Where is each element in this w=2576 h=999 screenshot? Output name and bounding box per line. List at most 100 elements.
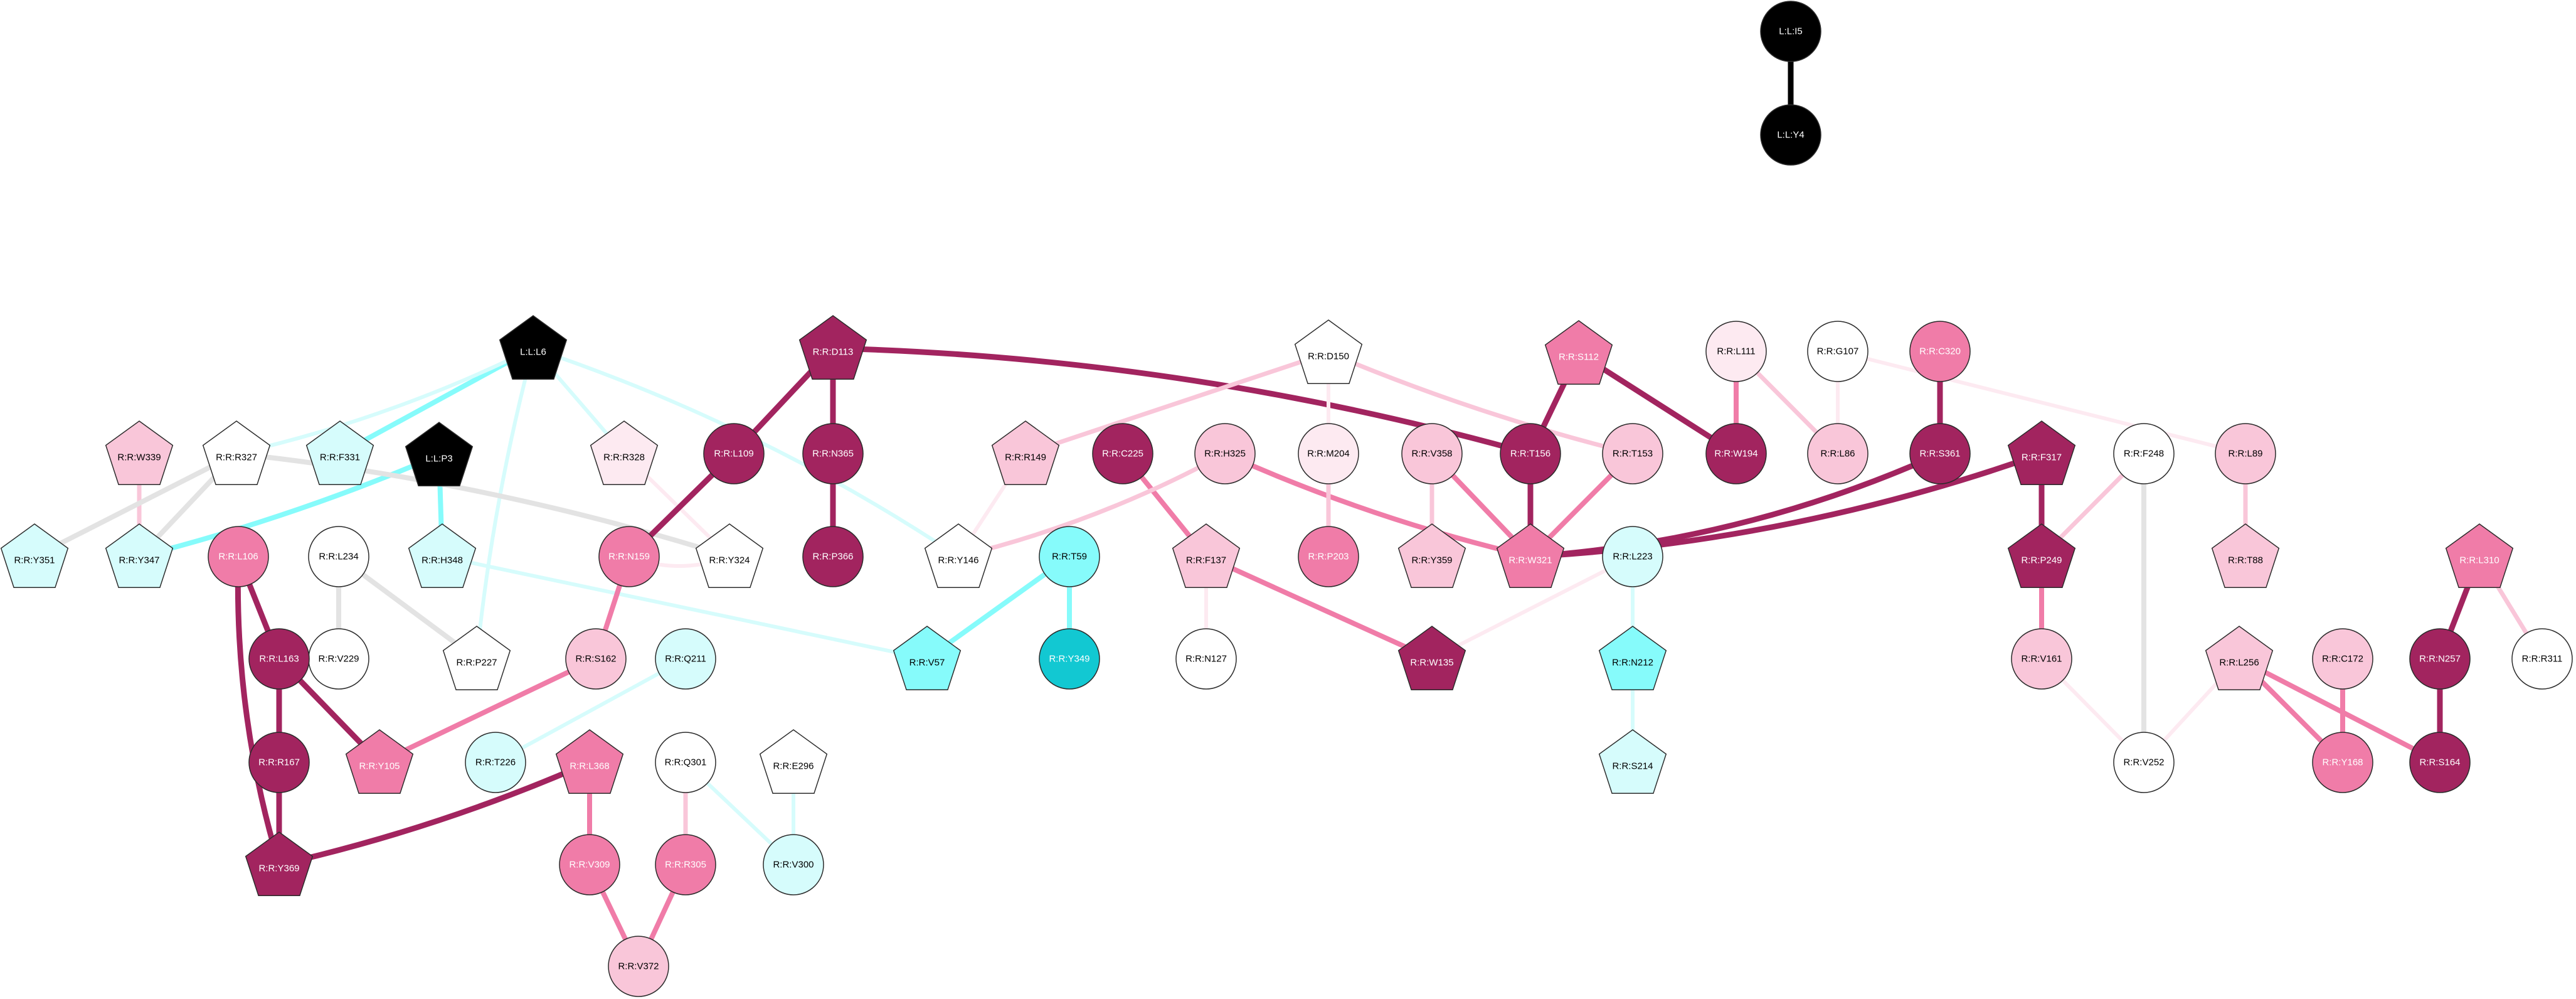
node-y369[interactable]: R:R:Y369 (245, 831, 314, 897)
node-v161[interactable]: R:R:V161 (2011, 628, 2072, 690)
node-p366[interactable]: R:R:P366 (802, 526, 864, 587)
node-r167[interactable]: R:R:R167 (248, 732, 310, 793)
node-p203[interactable]: R:R:P203 (1298, 526, 1359, 587)
node-t153[interactable]: R:R:T153 (1602, 423, 1663, 484)
node-w135[interactable]: R:R:W135 (1397, 626, 1466, 691)
node-y359[interactable]: R:R:Y359 (1397, 523, 1466, 589)
node-s214[interactable]: R:R:S214 (1598, 729, 1667, 794)
node-t226[interactable]: R:R:T226 (465, 732, 526, 793)
node-l111[interactable]: R:R:L111 (1705, 321, 1767, 382)
node-d150[interactable]: R:R:D150 (1294, 319, 1363, 385)
pentagon-node-shape (924, 523, 993, 589)
node-f317[interactable]: R:R:F317 (2007, 420, 2076, 486)
node-w321[interactable]: R:R:W321 (1496, 523, 1565, 589)
node-e296[interactable]: R:R:E296 (759, 729, 828, 794)
node-m204[interactable]: R:R:M204 (1298, 423, 1359, 484)
node-c225[interactable]: R:R:C225 (1092, 423, 1153, 484)
node-l234[interactable]: R:R:L234 (308, 526, 369, 587)
node-c320[interactable]: R:R:C320 (1909, 321, 1971, 382)
node-label: R:R:T88 (2228, 555, 2263, 566)
node-label: R:R:E296 (773, 761, 814, 772)
node-p227[interactable]: R:R:P227 (442, 626, 511, 691)
node-n127[interactable]: R:R:N127 (1175, 628, 1237, 690)
edge-l106-y369 (235, 553, 282, 868)
node-l256[interactable]: R:R:L256 (2205, 626, 2274, 691)
pentagon-node-shape (105, 420, 174, 486)
node-s162[interactable]: R:R:S162 (565, 628, 627, 690)
node-t156[interactable]: R:R:T156 (1500, 423, 1561, 484)
node-l163[interactable]: R:R:L163 (248, 628, 310, 690)
node-y324[interactable]: R:R:Y324 (695, 523, 764, 589)
node-l109[interactable]: R:R:L109 (703, 423, 765, 484)
node-q301[interactable]: R:R:Q301 (655, 732, 716, 793)
node-l86[interactable]: R:R:L86 (1807, 423, 1868, 484)
edge-g107-l89 (1836, 350, 2247, 456)
node-n257[interactable]: R:R:N257 (2409, 628, 2471, 690)
node-label: R:R:S214 (1612, 761, 1653, 772)
circle-node-shape (1705, 321, 1767, 382)
pentagon-node-shape (1496, 523, 1565, 589)
circle-node-shape (1909, 321, 1971, 382)
node-q211[interactable]: R:R:Q211 (655, 628, 716, 690)
node-n159[interactable]: R:R:N159 (598, 526, 660, 587)
node-f137[interactable]: R:R:F137 (1172, 523, 1241, 589)
node-t88[interactable]: R:R:T88 (2211, 523, 2280, 589)
node-label: R:R:N257 (2419, 654, 2461, 665)
node-h325[interactable]: R:R:H325 (1194, 423, 1256, 484)
edge-h325-w321 (1222, 451, 1533, 559)
pentagon-node-shape (2211, 523, 2280, 589)
node-v358[interactable]: R:R:V358 (1401, 423, 1463, 484)
circle-node-shape (1175, 628, 1237, 690)
node-f248[interactable]: R:R:F248 (2113, 423, 2175, 484)
node-y105[interactable]: R:R:Y105 (345, 729, 414, 794)
node-l89[interactable]: R:R:L89 (2215, 423, 2276, 484)
node-t59[interactable]: R:R:T59 (1039, 526, 1100, 587)
node-d113[interactable]: R:R:D113 (798, 315, 867, 380)
circle-node-shape (248, 732, 310, 793)
node-y347[interactable]: R:R:Y347 (105, 523, 174, 589)
node-n212[interactable]: R:R:N212 (1598, 626, 1667, 691)
node-n365[interactable]: R:R:N365 (802, 423, 864, 484)
node-v309[interactable]: R:R:V309 (559, 834, 620, 895)
node-v252[interactable]: R:R:V252 (2113, 732, 2175, 793)
node-l106[interactable]: R:R:L106 (208, 526, 269, 587)
node-r311[interactable]: R:R:R311 (2511, 628, 2573, 690)
node-h348[interactable]: R:R:H348 (408, 523, 477, 589)
node-s361[interactable]: R:R:S361 (1909, 423, 1971, 484)
node-l368[interactable]: R:R:L368 (555, 729, 624, 794)
node-i5[interactable]: L:L:I5 (1760, 1, 1821, 62)
node-v57[interactable]: R:R:V57 (893, 626, 962, 691)
node-label: R:R:T153 (1613, 449, 1653, 459)
node-s112[interactable]: R:R:S112 (1544, 320, 1613, 385)
node-y351[interactable]: R:R:Y351 (0, 523, 69, 589)
node-p249[interactable]: R:R:P249 (2007, 523, 2076, 589)
node-label: R:R:Y347 (119, 555, 159, 566)
node-p3[interactable]: L:L:P3 (405, 422, 474, 487)
node-r327[interactable]: R:R:R327 (202, 420, 271, 486)
node-v300[interactable]: R:R:V300 (763, 834, 824, 895)
node-r328[interactable]: R:R:R328 (590, 420, 659, 486)
node-v372[interactable]: R:R:V372 (608, 936, 669, 997)
node-w194[interactable]: R:R:W194 (1705, 423, 1767, 484)
node-l223[interactable]: R:R:L223 (1602, 526, 1663, 587)
node-r149[interactable]: R:R:R149 (991, 420, 1060, 486)
node-s164[interactable]: R:R:S164 (2409, 732, 2471, 793)
node-l6[interactable]: L:L:L6 (499, 315, 568, 380)
pentagon-node-shape (405, 422, 474, 487)
node-l310[interactable]: R:R:L310 (2445, 523, 2514, 589)
pentagon-node-shape (0, 523, 69, 589)
node-y168[interactable]: R:R:Y168 (2312, 732, 2373, 793)
edge-d150-r149 (1023, 350, 1331, 456)
circle-node-shape (802, 423, 864, 484)
node-v229[interactable]: R:R:V229 (308, 628, 369, 690)
node-f331[interactable]: R:R:F331 (305, 420, 374, 486)
node-y4[interactable]: L:L:Y4 (1760, 104, 1821, 166)
node-r305[interactable]: R:R:R305 (655, 834, 716, 895)
circle-node-shape (465, 732, 526, 793)
pentagon-node-shape (1544, 320, 1613, 385)
node-c172[interactable]: R:R:C172 (2312, 628, 2373, 690)
node-g107[interactable]: R:R:G107 (1807, 321, 1868, 382)
node-y349[interactable]: R:R:Y349 (1039, 628, 1100, 690)
node-w339[interactable]: R:R:W339 (105, 420, 174, 486)
node-y146[interactable]: R:R:Y146 (924, 523, 993, 589)
